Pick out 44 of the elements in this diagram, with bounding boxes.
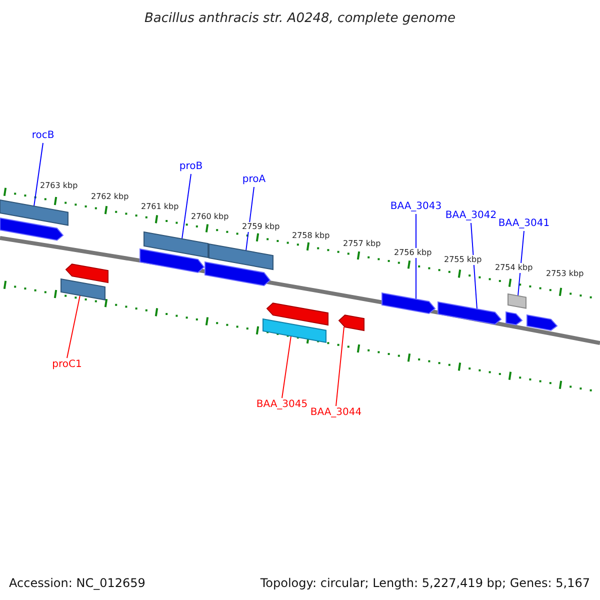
gene-feature	[140, 249, 204, 274]
leader-line	[336, 326, 344, 406]
gene-label: BAA_3044	[309, 407, 363, 419]
scale-label: 2759 kbp	[242, 222, 280, 232]
diagram-title: Bacillus anthracis str. A0248, complete genome	[143, 10, 457, 28]
gene-label: BAA_3041	[497, 218, 551, 230]
gene-label: proB	[178, 161, 204, 173]
scale-label: 2755 kbp	[444, 255, 482, 265]
gene-feature	[205, 262, 270, 287]
gene-label: BAA_3045	[255, 399, 309, 411]
gene-bar	[144, 232, 208, 258]
scale-label: 2753 kbp	[546, 269, 584, 279]
leader-line	[66, 294, 80, 358]
gene-feature	[66, 263, 108, 283]
gene-feature	[0, 218, 63, 242]
leader-line	[34, 142, 44, 207]
scale-label: 2757 kbp	[343, 239, 381, 249]
scale-label: 2760 kbp	[191, 212, 229, 222]
scale-label: 2763 kbp	[40, 181, 78, 191]
leader-line	[470, 222, 478, 310]
gene-bar	[263, 319, 326, 342]
gene-feature	[267, 302, 328, 325]
footer-note: Accession: NC_012659	[9, 575, 146, 592]
gene-label: proC1	[51, 359, 83, 371]
gene-feature	[438, 302, 501, 326]
scale-label: 2754 kbp	[495, 263, 533, 273]
gene-label: proA	[241, 174, 267, 186]
gene-label: BAA_3043	[389, 201, 443, 213]
scale-label: 2758 kbp	[292, 231, 330, 241]
gene-bar	[508, 294, 526, 308]
scale-label: 2762 kbp	[91, 192, 129, 202]
scale-label: 2756 kbp	[394, 248, 432, 258]
leader-line	[182, 174, 192, 240]
gene-bar	[0, 200, 68, 226]
gene-feature	[506, 312, 522, 326]
footer-note: Topology: circular; Length: 5,227,419 bp; Genes: 5,167	[260, 575, 590, 592]
gene-label: BAA_3042	[444, 210, 498, 222]
gene-bar	[209, 244, 273, 270]
gene-feature	[382, 293, 435, 315]
scale-label: 2761 kbp	[141, 202, 179, 212]
gene-bar	[61, 279, 105, 300]
gene-feature	[527, 315, 557, 332]
gene-feature	[339, 314, 364, 330]
leader-line	[282, 336, 292, 398]
